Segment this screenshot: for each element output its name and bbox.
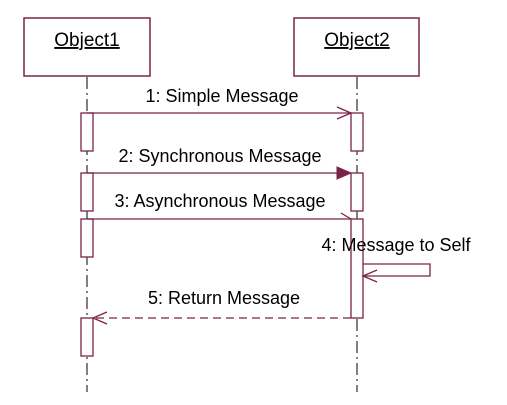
message-simple[interactable]: 1: Simple Message: [87, 86, 353, 120]
activation-object2-1: [350, 112, 364, 152]
object1-box[interactable]: Object1: [23, 17, 151, 77]
object1-label: Object1: [54, 30, 119, 51]
message-synchronous-label: 2: Synchronous Message: [118, 146, 321, 166]
message-asynchronous[interactable]: 3: Asynchronous Message: [87, 191, 352, 220]
activation-object1-3: [80, 218, 94, 258]
activation-object2-3: [350, 218, 364, 319]
message-simple-label: 1: Simple Message: [145, 86, 298, 106]
open-arrowhead-icon: [336, 106, 353, 120]
open-arrowhead-icon: [91, 311, 108, 325]
open-arrowhead-icon: [361, 269, 378, 283]
activation-object1-4: [80, 317, 94, 357]
filled-arrowhead-icon: [336, 166, 353, 180]
message-to-self[interactable]: 4: Message to Self: [321, 235, 472, 283]
object2-label: Object2: [324, 30, 389, 51]
object2-box[interactable]: Object2: [293, 17, 420, 77]
message-return-label: 5: Return Message: [148, 288, 300, 308]
message-asynchronous-label: 3: Asynchronous Message: [114, 191, 325, 211]
activation-object1-1: [80, 112, 94, 152]
message-to-self-label: 4: Message to Self: [321, 235, 471, 255]
message-synchronous[interactable]: 2: Synchronous Message: [87, 146, 353, 180]
activation-object1-2: [80, 172, 94, 212]
message-return[interactable]: 5: Return Message: [91, 288, 351, 325]
activation-object2-2: [350, 172, 364, 212]
half-arrowhead-icon: [340, 212, 352, 220]
